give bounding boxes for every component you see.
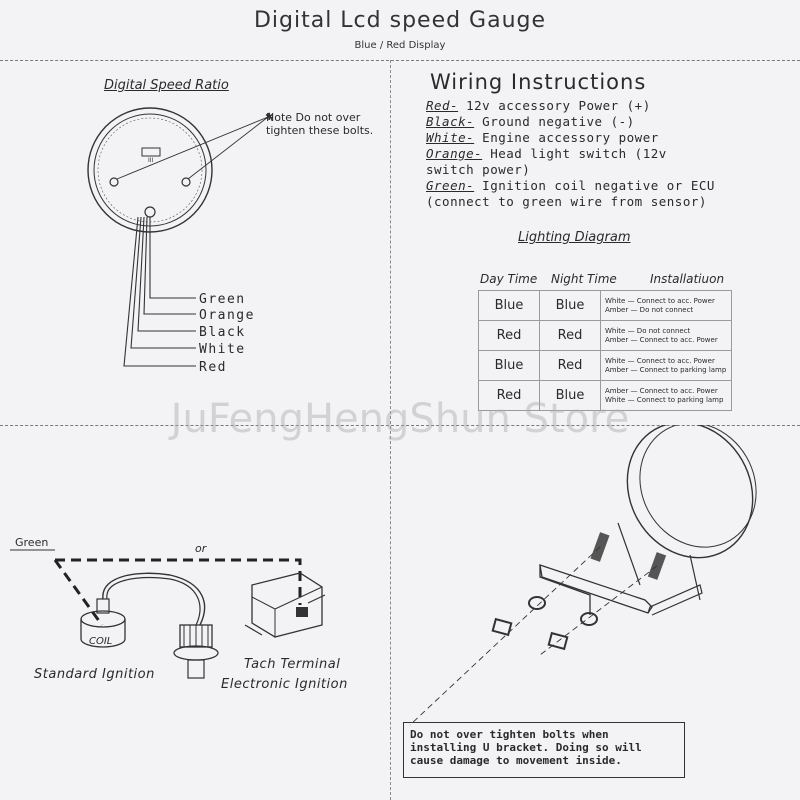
- green-wire-label: Green: [15, 536, 49, 549]
- wiring-line-red: Red- 12v accessory Power (+): [426, 98, 715, 114]
- tach-terminal-label: Tach Terminal: [244, 657, 341, 672]
- wiring-desc: Ground negative (-): [474, 114, 635, 129]
- wiring-line-orange: Orange- Head light switch (12v: [426, 146, 715, 162]
- wire-label-orange: Orange: [199, 308, 255, 323]
- standard-ignition-label: Standard Ignition: [34, 667, 155, 682]
- wiring-desc: Engine accessory power: [474, 130, 659, 145]
- gauge-back-diagram: III ✱: [87, 107, 273, 367]
- wiring-title: Wiring Instructions: [430, 70, 647, 94]
- wiring-line-orange-cont: switch power): [426, 162, 715, 178]
- col-night-time: Night Time: [551, 272, 617, 286]
- wiring-line-white: White- Engine accessory power: [426, 130, 715, 146]
- wiring-line-black: Black- Ground negative (-): [426, 114, 715, 130]
- night-cell: Blue: [539, 380, 601, 411]
- middle-divider: [0, 425, 800, 426]
- bracket-warning-box: Do not over tighten bolts when installin…: [403, 722, 685, 778]
- ignition-diagram: [10, 549, 326, 679]
- wiring-color: White-: [426, 130, 475, 145]
- install-line: Amber — Connect to acc. Power: [605, 386, 718, 395]
- store-watermark: JuFengHengShun Store: [170, 396, 630, 442]
- wiring-desc: (connect to green wire from sensor): [426, 194, 707, 209]
- wiring-line-green-cont: (connect to green wire from sensor): [426, 194, 715, 210]
- install-line: Amber — Connect to parking lamp: [605, 365, 727, 374]
- wire-label-black: Black: [199, 325, 246, 340]
- night-cell: Blue: [539, 290, 601, 321]
- bracket-diagram: [409, 425, 757, 726]
- install-line: White — Connect to parking lamp: [605, 395, 724, 404]
- day-cell: Blue: [478, 350, 540, 381]
- bolt-note-line-2: tighten these bolts.: [266, 124, 374, 137]
- wiring-line-green: Green- Ignition coil negative or ECU: [426, 178, 715, 194]
- night-cell: Red: [539, 350, 601, 381]
- svg-text:✱: ✱: [265, 112, 273, 123]
- install-line: White — Connect to acc. Power: [605, 356, 715, 365]
- or-label: or: [195, 542, 207, 555]
- day-cell: Red: [478, 380, 540, 411]
- wiring-desc: switch power): [426, 162, 531, 177]
- wiring-desc: 12v accessory Power (+): [458, 98, 651, 113]
- wiring-list: Red- 12v accessory Power (+) Black- Grou…: [426, 98, 715, 210]
- col-day-time: Day Time: [480, 272, 538, 286]
- wiring-color: Black-: [426, 114, 475, 129]
- wiring-color: Red-: [426, 98, 459, 113]
- wiring-desc: Ignition coil negative or ECU: [474, 178, 715, 193]
- bolt-note: Note Do not over tighten these bolts.: [266, 111, 373, 137]
- wiring-desc: Head light switch (12v: [482, 146, 667, 161]
- day-cell: Red: [478, 320, 540, 351]
- top-divider: [0, 60, 800, 61]
- svg-text:III: III: [148, 157, 154, 164]
- install-line: Amber — Connect to acc. Power: [605, 335, 718, 344]
- electronic-ignition-label: Electronic Ignition: [221, 677, 348, 692]
- day-cell: Blue: [478, 290, 540, 321]
- wiring-color: Orange-: [426, 146, 483, 161]
- speed-ratio-heading: Digital Speed Ratio: [104, 78, 229, 93]
- bolt-note-line-1: Note Do not over: [266, 111, 361, 124]
- center-divider: [390, 60, 391, 800]
- page-subtitle: Blue / Red Display: [354, 40, 446, 51]
- install-line: White — Connect to acc. Power: [605, 296, 715, 305]
- wiring-color: Green-: [426, 178, 475, 193]
- page-title: Digital Lcd speed Gauge: [253, 8, 547, 33]
- night-cell: Red: [539, 320, 601, 351]
- coil-label: COIL: [89, 636, 113, 647]
- install-line: White — Do not connect: [605, 326, 691, 335]
- col-installation: Installatiuon: [650, 272, 725, 286]
- wire-label-red: Red: [199, 360, 227, 375]
- wire-label-green: Green: [199, 292, 246, 307]
- wire-label-white: White: [199, 342, 246, 357]
- install-line: Amber — Do not connect: [605, 305, 694, 314]
- lighting-heading: Lighting Diagram: [518, 230, 631, 245]
